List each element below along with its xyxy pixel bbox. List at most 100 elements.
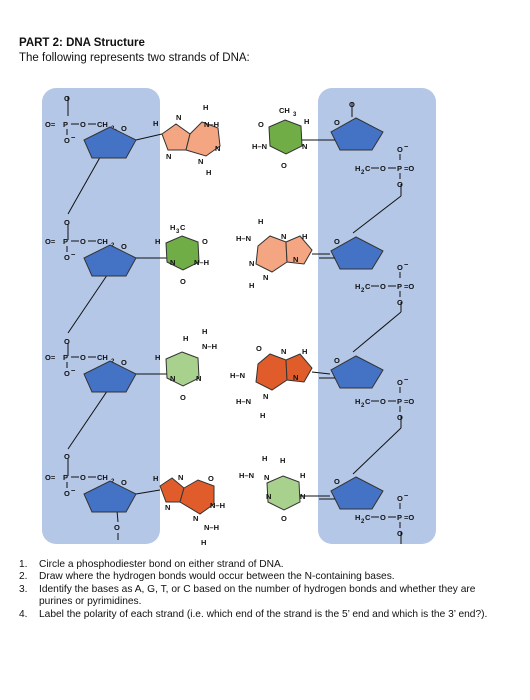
right-nucleotide-3: O O − H 2 C O P =O O: [319, 355, 414, 422]
phosphate-o-double: O=: [45, 473, 56, 482]
phosphate-o-double: O=: [45, 120, 56, 129]
phosphate-o-bridge: O: [80, 120, 86, 129]
phosphate-p: P: [397, 397, 402, 406]
atom-n-h: N–H: [204, 523, 219, 532]
minus-sign: −: [71, 250, 76, 259]
h2c-label: H: [355, 397, 360, 406]
sugar-ring-oxygen: O: [334, 477, 340, 486]
phosphate-p: P: [63, 353, 68, 362]
base-pair-1: H N H N–H N N N H CH 3 O H H–N N O: [135, 103, 330, 177]
adenine-five-ring: [161, 123, 191, 151]
sugar-ring-oxygen: O: [121, 242, 127, 251]
phosphate-o-minus: O: [64, 253, 70, 262]
sugar-ring-oxygen: O: [121, 124, 127, 133]
question-number: 3.: [19, 583, 28, 595]
atom-h: H: [302, 347, 307, 356]
phosphate-o-minus: O: [64, 136, 70, 145]
atom-ch3: CH: [279, 106, 290, 115]
ring-oxygen-label: O: [64, 452, 70, 461]
atom-h: H: [300, 471, 305, 480]
phosphate-o-bottom: O: [397, 298, 403, 307]
cytosine-ring: [165, 351, 200, 387]
phosphate-o-double: O=: [45, 237, 56, 246]
sugar-ring-oxygen: O: [334, 356, 340, 365]
atom-h: H: [153, 474, 158, 483]
h2c-subscript: 2: [361, 519, 365, 525]
h2c-label: H: [355, 513, 360, 522]
h2c-label: H: [355, 164, 360, 173]
phosphate-o-bridge: O: [380, 397, 386, 406]
ring-oxygen-label: O: [64, 218, 70, 227]
phosphate-o-bridge: O: [80, 353, 86, 362]
phosphate-o-double: O=: [45, 353, 56, 362]
atom-n: N: [293, 255, 298, 264]
left-sugar-pentagon: [83, 126, 137, 159]
atom-n: N: [302, 142, 307, 151]
guanine-six-ring: [255, 353, 288, 391]
atom-o: O: [258, 120, 264, 129]
atom-n: N: [176, 113, 181, 122]
atom-o: O: [180, 277, 186, 286]
atom-o: O: [256, 344, 262, 353]
atom-n: N: [266, 492, 271, 501]
left-strand-background: [42, 88, 160, 544]
ring-oxygen-label: O: [64, 94, 70, 103]
question-item: 4. Label the polarity of each strand (i.…: [19, 609, 509, 621]
atom-n: N: [193, 514, 198, 523]
phosphate-o-minus: O: [64, 489, 70, 498]
right-sugar-pentagon: [330, 476, 384, 510]
phosphate-o-bridge: O: [380, 513, 386, 522]
adenine-five-ring: [285, 235, 313, 265]
atom-h: H: [203, 103, 208, 112]
phosphate-o-double: =O: [404, 397, 414, 406]
phosphate-o-minus: O: [64, 369, 70, 378]
atom-n-h: N–H: [194, 258, 209, 267]
right-nucleotide-4: O O − H 2 C O P =O O: [319, 476, 414, 538]
atom-n: N: [249, 259, 254, 268]
phosphate-p: P: [397, 513, 402, 522]
question-text: Label the polarity of each strand (i.e. …: [39, 608, 488, 620]
phosphate-o-minus: O: [397, 145, 403, 154]
phosphate-o-bridge: O: [80, 473, 86, 482]
right-backbone: [351, 102, 402, 544]
atom-o: O: [180, 393, 186, 402]
left-nucleotide-4: O O= P O CH 2 O − O O: [45, 452, 137, 540]
question-text: Draw where the hydrogen bonds would occu…: [39, 571, 395, 583]
atom-n: N: [165, 503, 170, 512]
atom-n-h: N–H: [204, 120, 219, 129]
phosphate-p: P: [63, 120, 68, 129]
atom-n: N: [170, 374, 175, 383]
atom-h: H: [155, 237, 160, 246]
atom-n: N: [281, 232, 286, 241]
atom-h: H: [304, 117, 309, 126]
atom-h: H: [262, 454, 267, 463]
atom-h: H: [201, 538, 206, 547]
c-label: C: [365, 397, 371, 406]
adenine-six-ring: [185, 121, 221, 157]
atom-n: N: [263, 273, 268, 282]
atom-o: O: [281, 514, 287, 523]
adenine-six-ring: [255, 235, 288, 273]
phosphate-o-double: =O: [404, 513, 414, 522]
question-text: Circle a phosphodiester bond on either s…: [39, 559, 284, 570]
ch2-label: CH: [97, 120, 108, 129]
ch2-label: CH: [97, 473, 108, 482]
bond-line: [135, 489, 161, 495]
left-sugar-pentagon: [83, 244, 137, 277]
phosphate-p: P: [63, 237, 68, 246]
sugar-ring-oxygen: O: [334, 237, 340, 246]
atom-n: N: [263, 392, 268, 401]
minus-sign: −: [404, 260, 409, 269]
phosphate-o-double: =O: [404, 282, 414, 291]
atom-n: N: [178, 473, 183, 482]
h2c-subscript: 2: [361, 403, 365, 409]
ch3-subscript: 3: [293, 112, 297, 118]
right-sugar-pentagon: [330, 355, 384, 389]
right-strand-background: [318, 88, 436, 544]
bond-line: [311, 371, 331, 375]
part-title: PART 2: DNA Structure: [19, 37, 145, 49]
base-pair-4: H N O N N–H N N–H H H H H–N N H N N O: [135, 454, 330, 547]
cytosine-ring: [266, 475, 301, 511]
atom-h-n: H–N: [230, 371, 245, 380]
atom-h-n: H–N: [236, 234, 251, 243]
